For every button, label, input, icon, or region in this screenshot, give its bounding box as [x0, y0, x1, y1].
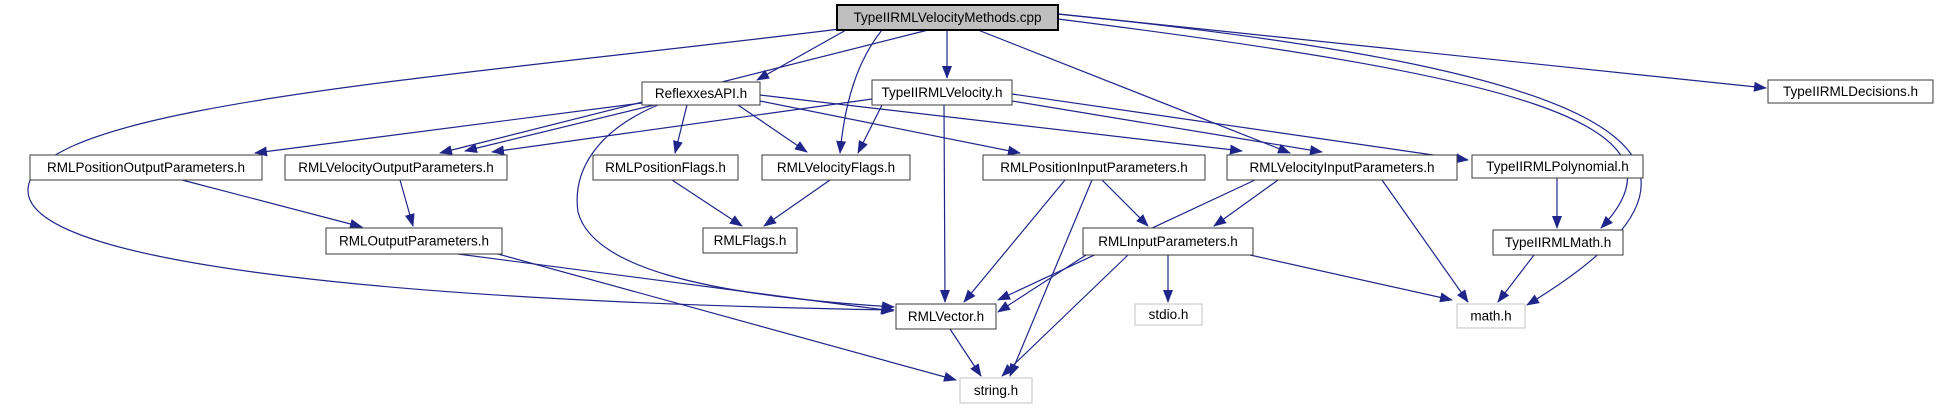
nodes-layer: TypeIIRMLVelocityMethods.cppReflexxesAPI… — [29, 4, 1934, 404]
string-box — [959, 377, 1033, 404]
edge-cpp-to-rmlvelflags — [836, 29, 883, 154]
edge-cpp-to-rmlvector — [27, 27, 895, 315]
node-typeiirmlmath[interactable]: TypeIIRMLMath.h — [1492, 229, 1624, 256]
node-rmlflags[interactable]: RMLFlags.h — [702, 227, 798, 254]
rmlposflags-label: RMLPositionFlags.h — [605, 160, 726, 175]
rmlposoutparams-box[interactable] — [29, 154, 263, 181]
rmlposinparams-box[interactable] — [982, 154, 1206, 181]
stdio-label: stdio.h — [1149, 307, 1189, 322]
rmlvector-label: RMLVector.h — [908, 309, 984, 324]
edge-rmloutparams-to-string — [497, 253, 957, 382]
edge-cpp-to-reflexxesapi — [756, 29, 847, 81]
typeiirmlpoly-box[interactable] — [1471, 154, 1644, 179]
rmloutparams-label: RMLOutputParameters.h — [339, 234, 489, 249]
reflexxesapi-label: ReflexxesAPI.h — [655, 86, 747, 101]
edge-typeiirmlvelocity-to-rmlvector — [939, 104, 950, 303]
node-typeiirmldecisions[interactable]: TypeIIRMLDecisions.h — [1767, 79, 1934, 104]
stdio-box — [1134, 303, 1203, 326]
edge-typeiirmlvelocity-to-rmlveloutparams — [491, 98, 873, 156]
edge-rmlinparams-to-math — [1249, 254, 1453, 303]
node-rmlinparams[interactable]: RMLInputParameters.h — [1082, 227, 1254, 256]
typeiirmldecisions-label: TypeIIRMLDecisions.h — [1783, 84, 1918, 99]
node-rmlvelinparams[interactable]: RMLVelocityInputParameters.h — [1226, 154, 1458, 181]
node-rmlvelflags[interactable]: RMLVelocityFlags.h — [761, 154, 911, 181]
rmlvelinparams-label: RMLVelocityInputParameters.h — [1249, 160, 1434, 175]
node-typeiirmlvelocity[interactable]: TypeIIRMLVelocity.h — [871, 79, 1013, 106]
edge-cpp-to-typeiirmldecisions — [1057, 13, 1767, 92]
typeiirmlmath-label: TypeIIRMLMath.h — [1505, 235, 1612, 250]
rmlvector-box[interactable] — [895, 303, 997, 330]
math-box — [1456, 303, 1526, 329]
edge-rmlposoutparams-to-rmloutparams — [181, 179, 363, 229]
edge-reflexxesapi-to-rmlvelflags — [737, 104, 808, 153]
edge-rmlveloutparams-to-rmloutparams — [399, 179, 415, 227]
edge-reflexxesapi-to-rmlvelinparams — [759, 94, 1243, 155]
rmlinparams-box[interactable] — [1082, 227, 1254, 256]
rmlinparams-label: RMLInputParameters.h — [1098, 234, 1238, 249]
edge-rmlvector-to-string — [949, 328, 982, 377]
rmlposoutparams-label: RMLPositionOutputParameters.h — [47, 160, 245, 175]
rmlflags-label: RMLFlags.h — [714, 233, 787, 248]
node-math: math.h — [1456, 303, 1526, 329]
cpp-box[interactable] — [836, 4, 1059, 31]
edge-typeiirmlvelocity-to-typeiirmlpoly — [1011, 93, 1469, 164]
edge-cpp-to-typeiirmlmath — [1057, 18, 1629, 229]
rmloutparams-box[interactable] — [325, 227, 503, 255]
node-rmlposflags[interactable]: RMLPositionFlags.h — [592, 154, 739, 181]
edge-rmlinparams-to-string — [1001, 254, 1129, 377]
edge-reflexxesapi-to-rmlvector — [576, 104, 895, 312]
edge-reflexxesapi-to-rmlveloutparams — [464, 104, 655, 154]
rmlposflags-box[interactable] — [592, 154, 739, 181]
math-label: math.h — [1470, 309, 1511, 324]
rmlveloutparams-box[interactable] — [284, 154, 508, 181]
edge-reflexxesapi-to-rmlposoutparams — [254, 102, 643, 157]
node-cpp[interactable]: TypeIIRMLVelocityMethods.cpp — [836, 4, 1059, 31]
node-rmlposinparams[interactable]: RMLPositionInputParameters.h — [982, 154, 1206, 181]
edge-rmlposinparams-to-rmlinparams — [1101, 179, 1149, 227]
edge-reflexxesapi-to-rmlposinparams — [759, 100, 1021, 156]
edge-typeiirmlmath-to-math — [1497, 254, 1535, 303]
edge-rmlposinparams-to-rmlvector — [963, 179, 1066, 303]
edge-cpp-to-rmlvelinparams — [977, 29, 1291, 154]
edge-rmlvelinparams-to-rmlinparams — [1213, 179, 1279, 227]
rmlvelflags-box[interactable] — [761, 154, 911, 181]
node-typeiirmlpoly[interactable]: TypeIIRMLPolynomial.h — [1471, 154, 1644, 179]
typeiirmlvelocity-box[interactable] — [871, 79, 1013, 106]
typeiirmlvelocity-label: TypeIIRMLVelocity.h — [881, 85, 1002, 100]
rmlvelinparams-box[interactable] — [1226, 154, 1458, 181]
node-reflexxesapi[interactable]: ReflexxesAPI.h — [641, 81, 761, 106]
edge-rmlvelflags-to-rmlflags — [763, 179, 831, 227]
reflexxesapi-box[interactable] — [641, 81, 761, 106]
string-label: string.h — [974, 383, 1018, 398]
node-rmlveloutparams[interactable]: RMLVelocityOutputParameters.h — [284, 154, 508, 181]
edge-typeiirmlvelocity-to-rmlvelflags — [857, 104, 883, 154]
edge-reflexxesapi-to-rmlposflags — [673, 104, 688, 154]
edge-rmlposflags-to-rmlflags — [671, 179, 743, 227]
typeiirmlpoly-label: TypeIIRMLPolynomial.h — [1486, 159, 1629, 174]
edge-rmlinparams-to-rmlvector — [997, 254, 1087, 313]
rmlposinparams-label: RMLPositionInputParameters.h — [1000, 160, 1188, 175]
rmlflags-box[interactable] — [702, 227, 798, 254]
rmlvelflags-label: RMLVelocityFlags.h — [777, 160, 895, 175]
rmlveloutparams-label: RMLVelocityOutputParameters.h — [298, 160, 494, 175]
node-string: string.h — [959, 377, 1033, 404]
edge-typeiirmlvelocity-to-rmlvelinparams — [1011, 100, 1323, 155]
node-rmlvector[interactable]: RMLVector.h — [895, 303, 997, 330]
node-stdio: stdio.h — [1134, 303, 1203, 326]
node-rmloutparams[interactable]: RMLOutputParameters.h — [325, 227, 503, 255]
edge-rmlvelinparams-to-math — [1381, 179, 1469, 303]
typeiirmlmath-box[interactable] — [1492, 229, 1624, 256]
typeiirmldecisions-box[interactable] — [1767, 79, 1934, 104]
cpp-label: TypeIIRMLVelocityMethods.cpp — [853, 10, 1041, 25]
node-rmlposoutparams[interactable]: RMLPositionOutputParameters.h — [29, 154, 263, 181]
